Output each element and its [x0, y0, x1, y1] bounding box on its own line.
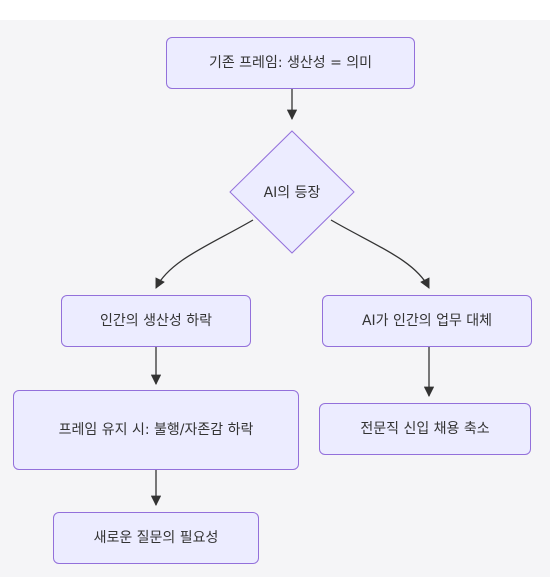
- node-existing-frame-label: 기존 프레임: 생산성 = 의미: [208, 55, 373, 71]
- node-frame-maintained-unhappiness: 프레임 유지 시: 불행/자존감 하락: [13, 390, 299, 470]
- node-new-question-need: 새로운 질문의 필요성: [53, 512, 259, 564]
- node-existing-frame: 기존 프레임: 생산성 = 의미: [166, 37, 415, 89]
- node-frame-maintained-unhappiness-label: 프레임 유지 시: 불행/자존감 하락: [58, 422, 254, 438]
- decision-ai-shape: [229, 130, 355, 254]
- node-ai-replaces-work: AI가 인간의 업무 대체: [322, 295, 532, 347]
- node-professional-hiring-shrink: 전문직 신입 채용 축소: [319, 403, 531, 455]
- node-human-productivity-decline-label: 인간의 생산성 하락: [100, 313, 212, 329]
- decision-ai-label: AI의 등장: [264, 185, 321, 201]
- node-human-productivity-decline: 인간의 생산성 하락: [61, 295, 251, 347]
- edge-ai-to-replace: [330, 219, 430, 289]
- node-ai-replaces-work-label: AI가 인간의 업무 대체: [361, 313, 493, 329]
- flowchart-canvas: AI의 등장 기존 프레임: 생산성 = 의미 인간의 생산성 하락 AI가 인…: [0, 20, 550, 577]
- node-professional-hiring-shrink-label: 전문직 신입 채용 축소: [360, 421, 490, 437]
- edge-ai-to-decline: [155, 219, 254, 289]
- node-new-question-need-label: 새로운 질문의 필요성: [93, 530, 219, 546]
- edge-layer: AI의 등장: [150, 89, 435, 507]
